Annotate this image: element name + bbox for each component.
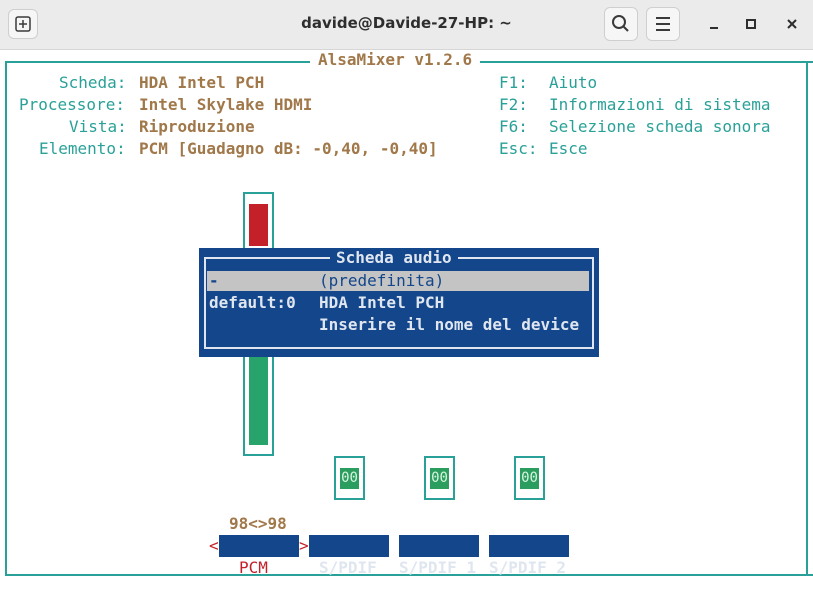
close-icon[interactable] xyxy=(780,12,804,36)
tab-spdif-1[interactable]: S/PDIF 1 xyxy=(399,535,479,577)
spdif2-mute-label: 00 xyxy=(520,468,539,489)
dialog-item-1-device[interactable]: default:0 xyxy=(209,293,296,312)
info-processor-value: Intel Skylake HDMI xyxy=(139,95,313,114)
dialog-item-default[interactable] xyxy=(207,271,589,291)
search-icon xyxy=(612,15,629,32)
dialog-item-0-device: - xyxy=(209,271,219,290)
window-title: davide@Davide-27-HP: ~ xyxy=(301,14,512,32)
terminal[interactable]: AlsaMixer v1.2.6 Scheda: HDA Intel PCH P… xyxy=(0,50,813,578)
title-bar: davide@Davide-27-HP: ~ xyxy=(0,0,813,50)
help-esc-text: Esce xyxy=(549,139,588,158)
spdif1-mute-label: 00 xyxy=(430,468,449,489)
mixer-title: AlsaMixer v1.2.6 xyxy=(310,50,481,70)
info-view-value: Riproduzione xyxy=(139,117,255,136)
info-card-value: HDA Intel PCH xyxy=(139,73,265,92)
menu-button[interactable] xyxy=(646,7,680,41)
mixer-frame-right-edge xyxy=(806,61,808,576)
tab-spdif-2-label: S/PDIF 2 xyxy=(489,558,567,577)
pcm-volume-fill-high xyxy=(249,204,268,246)
dialog-item-0-name: (predefinita) xyxy=(319,271,445,290)
maximize-icon[interactable] xyxy=(739,12,763,36)
help-f1-key: F1: xyxy=(499,73,528,92)
dialog-item-1-name[interactable]: HDA Intel PCH xyxy=(319,293,445,312)
dialog-item-2-name[interactable]: Inserire il nome del device xyxy=(319,315,580,334)
spdif-mute-toggle[interactable]: 00 xyxy=(334,456,365,500)
sound-card-dialog-title: Scheda audio xyxy=(330,248,458,268)
help-f2-text: Informazioni di sistema xyxy=(549,95,771,114)
plus-square-icon xyxy=(15,16,31,32)
spdif2-mute-toggle[interactable]: 00 xyxy=(514,456,545,500)
tab-pcm-label: PCM xyxy=(239,558,268,577)
minimize-icon[interactable] xyxy=(702,12,726,36)
tab-left-marker: < xyxy=(209,536,219,555)
tab-spdif-2[interactable]: S/PDIF 2 xyxy=(489,535,569,577)
spdif-mute-label: 00 xyxy=(340,468,359,489)
tab-spdif-label: S/PDIF xyxy=(319,558,377,577)
help-f6-key: F6: xyxy=(499,117,528,136)
volume-level-readout: 98<>98 xyxy=(229,514,287,533)
help-f2-key: F2: xyxy=(499,95,528,114)
info-element-value: PCM [Guadagno dB: -0,40, -0,40] xyxy=(139,139,438,158)
info-card-label: Scheda: xyxy=(59,73,127,92)
spdif1-mute-toggle[interactable]: 00 xyxy=(424,456,455,500)
help-f6-text: Selezione scheda sonora xyxy=(549,117,771,136)
info-view-label: Vista: xyxy=(69,117,127,136)
info-processor-label: Processore: xyxy=(19,95,125,114)
tab-right-marker: > xyxy=(299,536,309,555)
hamburger-icon xyxy=(656,17,670,31)
info-element-label: Elemento: xyxy=(39,139,126,158)
tab-spdif-1-label: S/PDIF 1 xyxy=(399,558,477,577)
search-button[interactable] xyxy=(604,7,638,41)
pcm-volume-fill-low xyxy=(249,355,268,445)
help-f1-text: Aiuto xyxy=(549,73,598,92)
tab-spdif[interactable]: S/PDIF xyxy=(309,535,389,577)
sound-card-dialog: Scheda audio xyxy=(199,248,599,357)
tab-pcm[interactable]: PCM xyxy=(219,535,299,577)
new-tab-button[interactable] xyxy=(8,9,38,39)
help-esc-key: Esc: xyxy=(499,139,538,158)
